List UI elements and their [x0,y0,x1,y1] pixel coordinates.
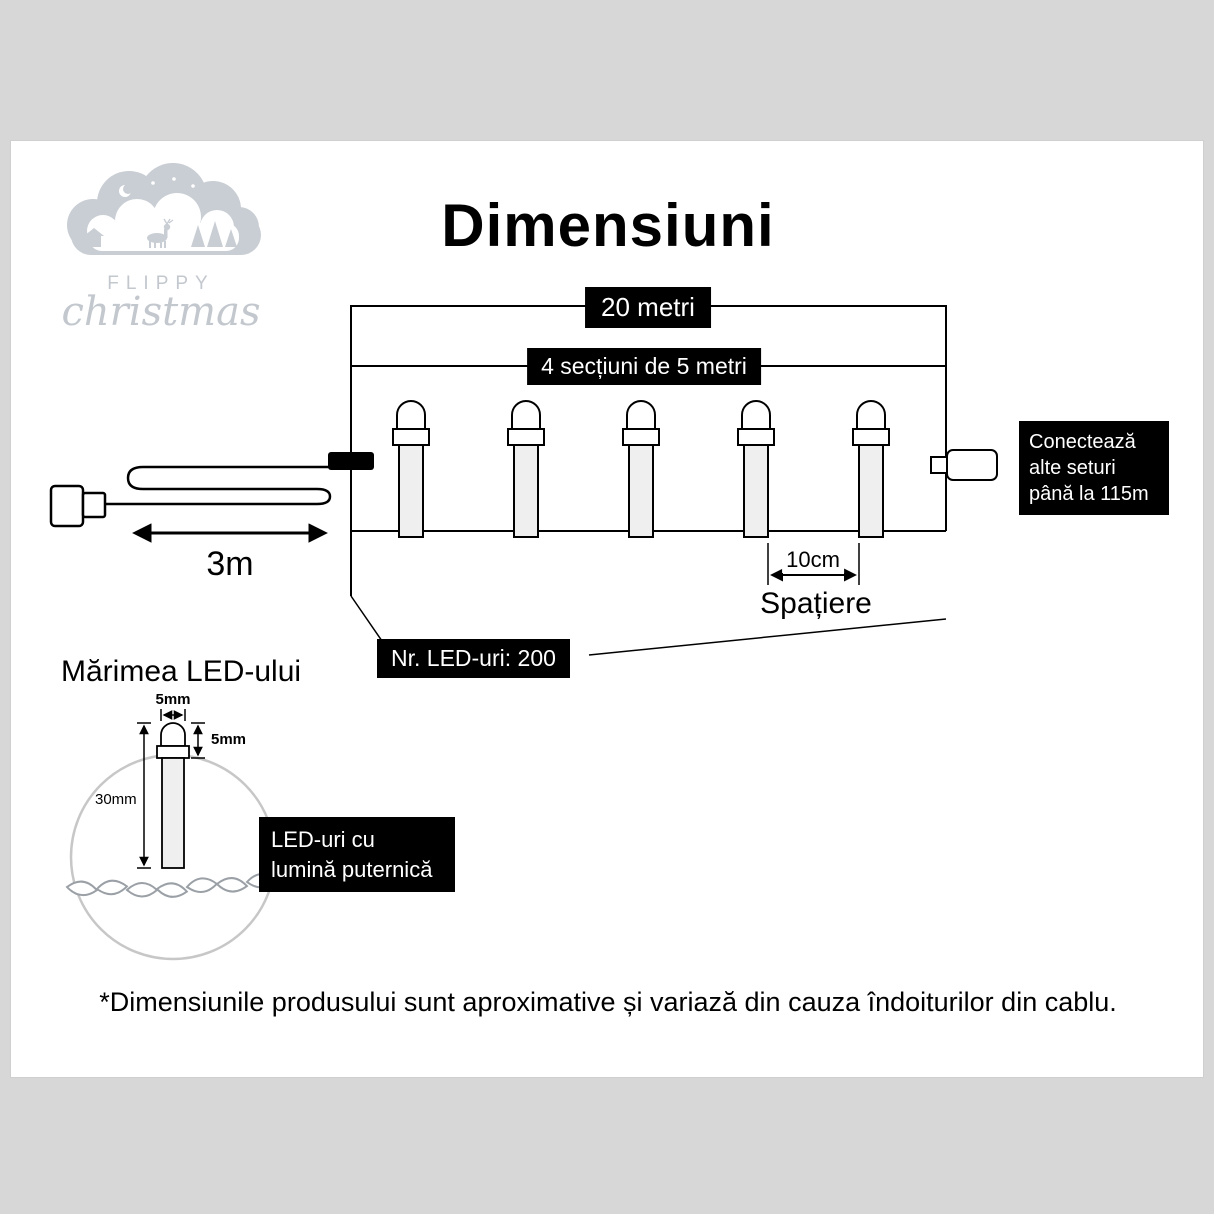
led-size-drawing [156,722,190,869]
diagram-art [49,305,998,961]
power-plug-icon [49,484,115,528]
pointer-lines [350,595,947,656]
led-bulb-icon [737,400,775,538]
led-bulb-icon [392,400,430,538]
tip-height-label: 5mm [211,731,247,748]
sections-label: 4 secțiuni de 5 metri [527,348,761,385]
page-title: Dimensiuni [441,192,775,259]
infographic-canvas: FLIPPY christmas Dimensiuni [10,140,1204,1078]
brand-script: christmas [61,289,261,335]
led-count-label: Nr. LED-uri: 200 [377,639,570,678]
led-size-heading: Mărimea LED-ului [61,655,302,688]
body-height-label: 30mm [95,791,137,808]
total-length-label: 20 metri [585,287,711,328]
led-bulb-icon [507,400,545,538]
connector-note-label: Conectează alte seturi până la 115m [1019,421,1169,515]
led-bulb-icon [622,400,660,538]
led-bulb-icon [852,400,890,538]
disclaimer-text: *Dimensiunile produsului sunt aproximati… [99,987,1117,1017]
end-connector-icon [930,449,998,481]
brand-name: FLIPPY [107,273,215,294]
inline-connector-icon [328,452,374,470]
moon-and-stars [119,177,195,197]
spacing-arrow [767,543,860,585]
lead-length-label: 3m [206,545,254,583]
led-brightness-note: LED-uri cu lumină puternică [259,817,455,893]
winter-scene [84,218,237,248]
brand-illustration [67,163,261,255]
spacing-value-label: 10cm [782,547,844,573]
spacing-label: Spațiere [760,587,872,620]
lead-wire-coil [115,465,332,506]
tip-width-label: 5mm [155,691,191,708]
size-arrows [137,709,205,869]
led-string [392,400,890,538]
